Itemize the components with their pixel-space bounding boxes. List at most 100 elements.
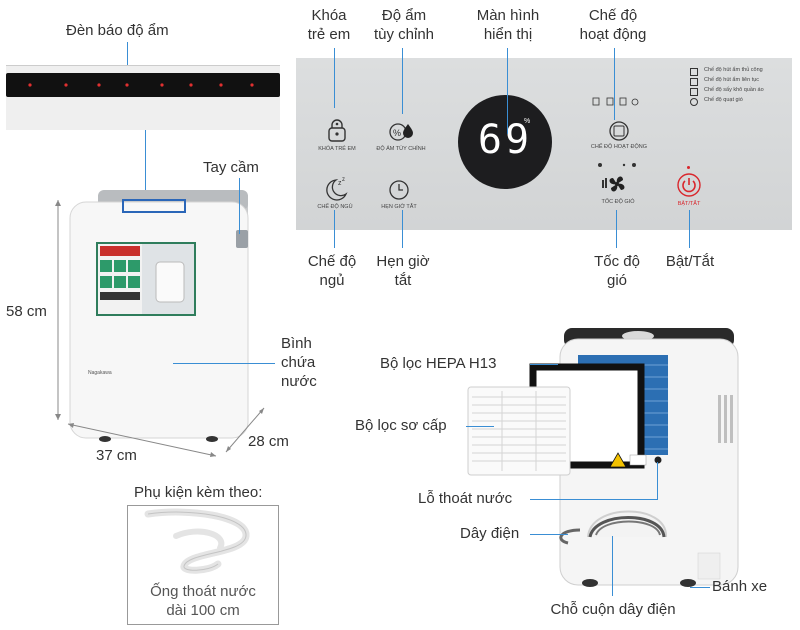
timer-callout-line2: tắt bbox=[394, 272, 412, 289]
humidity-callout: Độ ẩm tùy chỉnh bbox=[364, 6, 444, 44]
timer-leader bbox=[402, 210, 403, 248]
child-lock-callout-line1: Khóa bbox=[311, 7, 347, 24]
power-indicator-dot bbox=[687, 166, 690, 169]
display-callout: Màn hình hiển thị bbox=[468, 6, 548, 44]
drain-hole-label: Lỗ thoát nước bbox=[418, 490, 513, 507]
mode-legend-item: Chế độ sấy khô quần áo bbox=[690, 87, 790, 97]
depth-dimension: 28 cm bbox=[248, 433, 289, 450]
svg-text:%: % bbox=[393, 128, 401, 138]
mode-callout-line2: hoạt động bbox=[579, 26, 647, 43]
clock-icon bbox=[389, 180, 409, 200]
accessory-line2: dài 100 cm bbox=[166, 602, 240, 619]
power-text: BẬT/TẮT bbox=[677, 201, 701, 207]
wheel-label: Bánh xe bbox=[712, 578, 768, 595]
sleep-callout-line1: Chế độ bbox=[307, 253, 357, 270]
humidity-button[interactable]: % bbox=[382, 118, 422, 146]
timer-callout-line1: Hẹn giờ bbox=[376, 253, 430, 270]
indicator-to-unit-leader bbox=[145, 130, 146, 193]
power-icon bbox=[677, 173, 701, 197]
height-dimension: 58 cm bbox=[6, 303, 47, 320]
child-lock-button[interactable] bbox=[318, 116, 356, 156]
pre-filter-label: Bộ lọc sơ cấp bbox=[355, 417, 447, 434]
drain-leader-h bbox=[530, 499, 658, 500]
water-tank-label-line1: Bình bbox=[281, 335, 312, 352]
power-button[interactable] bbox=[676, 172, 702, 198]
mode-indicator-icons bbox=[592, 97, 639, 106]
front-unit-illustration: Nagakawa bbox=[55, 190, 265, 457]
power-cord-label: Dây điện bbox=[460, 525, 520, 542]
svg-text:z: z bbox=[342, 177, 345, 183]
power-callout: Bật/Tắt bbox=[665, 253, 715, 270]
mode-legend-item: Chế độ hút ẩm liên tục bbox=[690, 77, 790, 87]
indicator-strip bbox=[6, 65, 280, 130]
mode-callout-line1: Chế độ bbox=[588, 7, 638, 24]
indicator-bar bbox=[6, 73, 280, 97]
mode-icons-row bbox=[586, 95, 656, 109]
humidity-value: 69 bbox=[477, 117, 533, 163]
hepa-leader bbox=[530, 364, 558, 365]
mode-legend-item: Chế độ hút ẩm thủ công bbox=[690, 67, 790, 77]
child-lock-leader bbox=[334, 48, 335, 108]
mode-text: CHẾ ĐỘ HOẠT ĐỘNG bbox=[590, 144, 648, 150]
width-dimension: 37 cm bbox=[96, 447, 137, 464]
water-tank-label: Bình chứa nước bbox=[281, 334, 317, 391]
power-leader bbox=[689, 210, 690, 248]
wheel-leader bbox=[690, 587, 710, 588]
hepa-filter-label: Bộ lọc HEPA H13 bbox=[380, 355, 497, 372]
timer-text: HẸN GIỜ TẮT bbox=[381, 204, 417, 210]
sleep-button[interactable]: z z bbox=[320, 174, 352, 204]
water-tank-label-line3: nước bbox=[281, 373, 317, 390]
indicator-leader bbox=[127, 42, 128, 86]
child-lock-text: KHÓA TRẺ EM bbox=[318, 146, 356, 152]
accessory-line1: Ống thoát nước bbox=[150, 583, 256, 600]
humidity-indicator-label: Đèn báo độ ẩm bbox=[66, 22, 169, 39]
indicator-lights bbox=[28, 83, 254, 87]
mode-leader bbox=[614, 48, 615, 120]
fan-callout-line1: Tốc độ bbox=[594, 253, 640, 270]
handle-leader bbox=[239, 178, 240, 234]
mode-icon bbox=[609, 121, 629, 141]
back-unit-illustration bbox=[467, 328, 739, 587]
mode-callout: Chế độ hoạt động bbox=[570, 6, 656, 44]
child-lock-callout-line2: trẻ em bbox=[307, 26, 351, 43]
fan-text: TỐC ĐỘ GIÓ bbox=[601, 199, 635, 205]
humidity-callout-line2: tùy chỉnh bbox=[373, 26, 435, 43]
humidity-text: ĐỘ ẨM TÙY CHỈNH bbox=[376, 146, 426, 152]
drain-hose-icon bbox=[144, 508, 250, 574]
moon-icon: z z bbox=[326, 177, 348, 201]
mode-button[interactable] bbox=[604, 118, 634, 144]
child-lock-callout: Khóa trẻ em bbox=[300, 6, 358, 44]
fan-callout: Tốc độ gió bbox=[584, 252, 650, 290]
accessories-title: Phụ kiện kèm theo: bbox=[134, 484, 263, 501]
handle-label: Tay cầm bbox=[203, 159, 259, 176]
display-callout-line1: Màn hình bbox=[476, 7, 540, 24]
pre-filter-leader bbox=[466, 426, 494, 427]
sleep-leader bbox=[334, 210, 335, 248]
accessory-box: Ống thoát nước dài 100 cm bbox=[127, 505, 279, 625]
cord-leader bbox=[530, 534, 568, 535]
mode-legend-item: Chế độ quạt gió bbox=[690, 97, 790, 107]
accessory-item-label: Ống thoát nước dài 100 cm bbox=[128, 582, 278, 620]
sleep-callout-line2: ngủ bbox=[319, 272, 345, 289]
display-leader bbox=[507, 48, 508, 134]
fan-icon bbox=[598, 163, 636, 192]
fan-callout-line2: gió bbox=[606, 272, 628, 289]
display-screen: 69 % bbox=[458, 95, 552, 189]
sleep-text: CHẾ ĐỘ NGỦ bbox=[317, 204, 353, 210]
svg-text:z: z bbox=[338, 180, 342, 187]
humidity-leader bbox=[402, 48, 403, 114]
control-panel: KHÓA TRẺ EM % ĐỘ ẨM TÙY CHỈNH z z CHẾ ĐỘ… bbox=[296, 58, 792, 230]
sleep-callout: Chế độ ngủ bbox=[300, 252, 364, 290]
fan-leader bbox=[616, 210, 617, 248]
water-tank-label-line2: chứa bbox=[281, 354, 316, 371]
humidity-callout-line1: Độ ẩm bbox=[381, 7, 427, 24]
fan-button[interactable] bbox=[594, 158, 642, 198]
cord-wrap-leader bbox=[612, 536, 613, 596]
drain-leader-v bbox=[657, 462, 658, 500]
humidity-unit: % bbox=[524, 118, 531, 125]
mode-legend: Chế độ hút ẩm thủ công Chế độ hút ẩm liê… bbox=[690, 67, 790, 107]
tank-leader bbox=[173, 363, 275, 364]
timer-button[interactable] bbox=[384, 175, 414, 205]
cord-wrap-label: Chỗ cuộn dây điện bbox=[550, 601, 676, 618]
humidity-drop-icon: % bbox=[389, 123, 413, 141]
